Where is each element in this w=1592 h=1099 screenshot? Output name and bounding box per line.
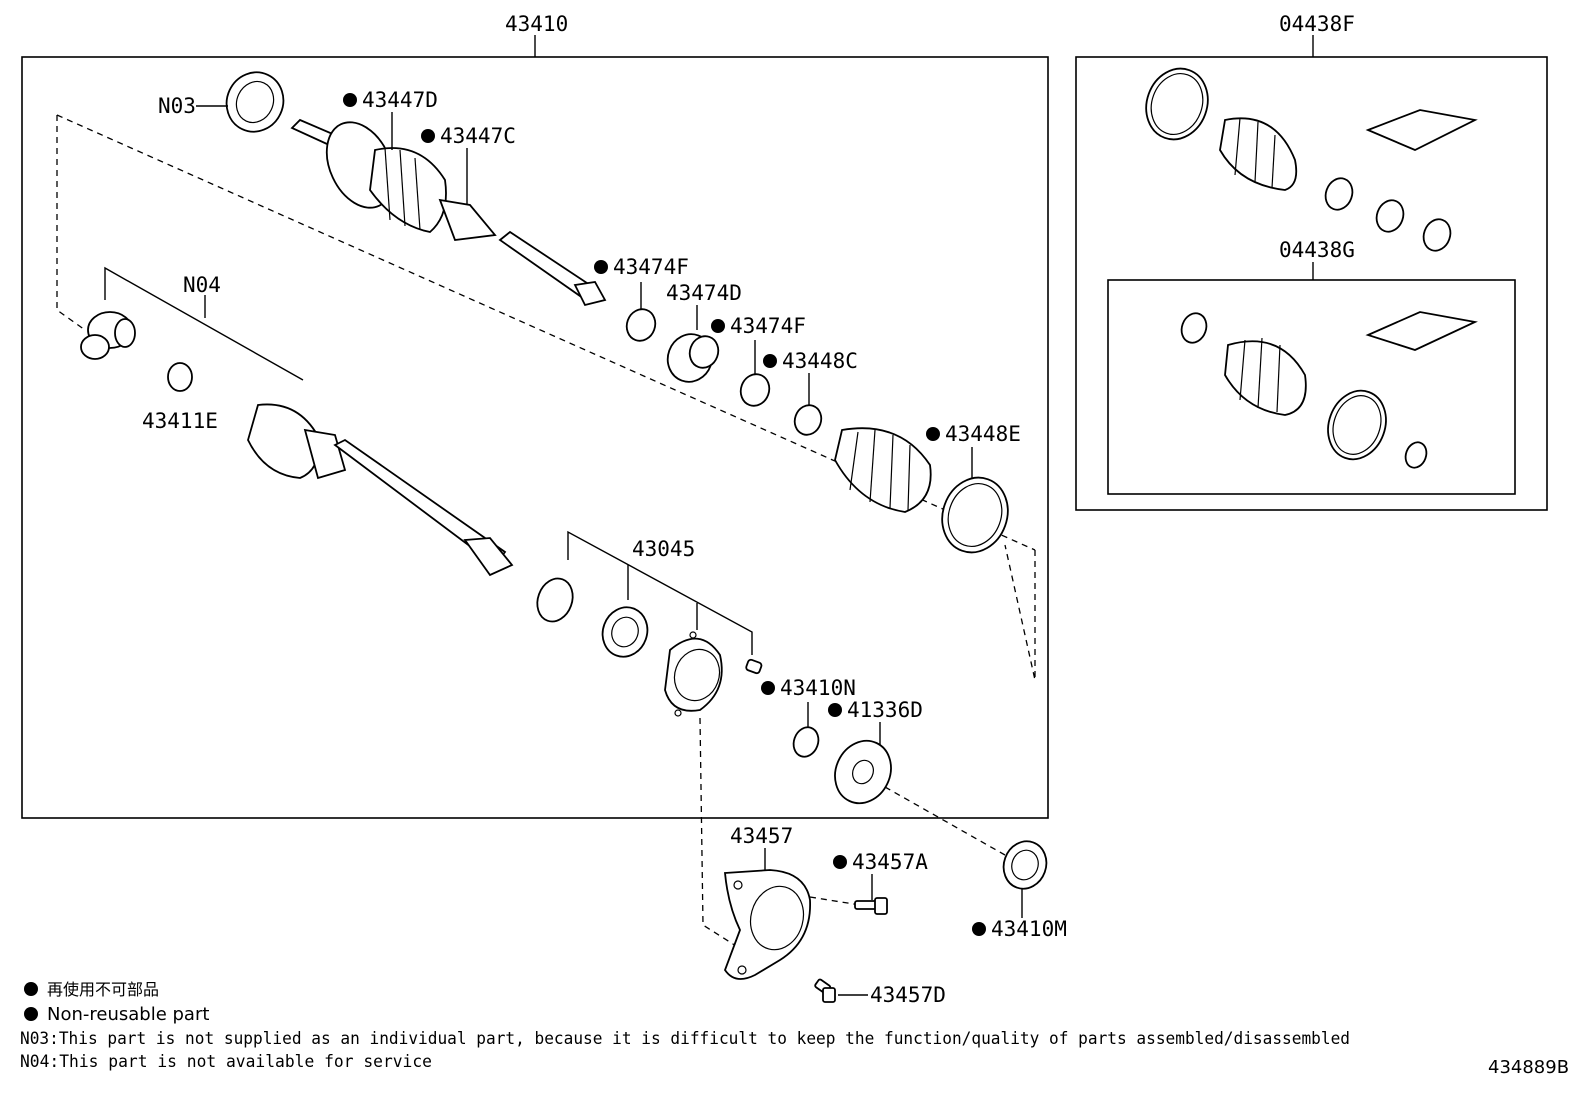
pin-43045[interactable] [745,658,763,675]
snap-ring-43045[interactable] [532,574,579,627]
seal-43410M[interactable] [997,835,1053,894]
bearing-bracket[interactable] [664,631,727,717]
label-N04[interactable]: N04 [183,273,221,297]
clip-43410N[interactable] [790,724,823,760]
label-N03[interactable]: N03 [158,94,196,118]
washer-41336D[interactable] [825,732,901,813]
label-43457A[interactable]: 43457A [852,850,928,874]
label-04438G[interactable]: 04438G [1279,238,1355,262]
ring-43474F-b[interactable] [736,370,773,410]
label-43474F-b[interactable]: 43474F [730,314,806,338]
bracket-43457[interactable] [723,869,811,980]
label-43448E[interactable]: 43448E [945,422,1021,446]
ring-43474F-a[interactable] [622,305,659,345]
legend-en: Non-reusable part [47,1004,209,1025]
label-43447C[interactable]: 43447C [440,124,516,148]
tripod-joint[interactable] [80,311,136,360]
legend-jp: 再使用不可部品 [47,980,159,999]
label-41336D[interactable]: 41336D [847,698,923,722]
ring-43448C[interactable] [791,401,826,438]
bearing-43045[interactable] [596,601,654,663]
legend-bullet-en [24,1007,38,1021]
label-43410[interactable]: 43410 [505,12,568,36]
bolt-43457D[interactable] [814,978,836,1003]
label-43410M[interactable]: 43410M [991,917,1067,941]
boot-kit-outer-frame [1075,56,1548,511]
clip-43411E[interactable] [167,362,193,392]
boot-43448E[interactable] [834,427,1018,561]
label-43474F-a[interactable]: 43474F [613,255,689,279]
boot-kit-inner-frame [1107,279,1516,495]
kit-04438G-contents[interactable] [1178,310,1478,471]
note-n03: N03:This part is not supplied as an indi… [20,1029,1350,1049]
damper-43474D[interactable] [661,328,723,388]
label-43457D[interactable]: 43457D [870,983,946,1007]
label-43474D[interactable]: 43474D [666,281,742,305]
kit-04438F-contents[interactable] [1136,60,1478,255]
diagram-id: 434889B [1488,1057,1569,1078]
label-43457[interactable]: 43457 [730,824,793,848]
n03-seal[interactable] [217,63,293,141]
label-43045[interactable]: 43045 [632,537,695,561]
label-43447D[interactable]: 43447D [362,88,438,112]
label-04438F[interactable]: 04438F [1279,12,1355,36]
note-n04: N04:This part is not available for servi… [20,1052,432,1072]
inner-cv-joint-shaft[interactable] [247,403,514,577]
label-43448C[interactable]: 43448C [782,349,858,373]
bolt-43457A[interactable] [854,897,888,915]
legend-bullet-jp [24,982,38,996]
label-43410N[interactable]: 43410N [780,676,856,700]
outer-cv-joint[interactable] [290,112,607,307]
label-43411E[interactable]: 43411E [142,409,218,433]
